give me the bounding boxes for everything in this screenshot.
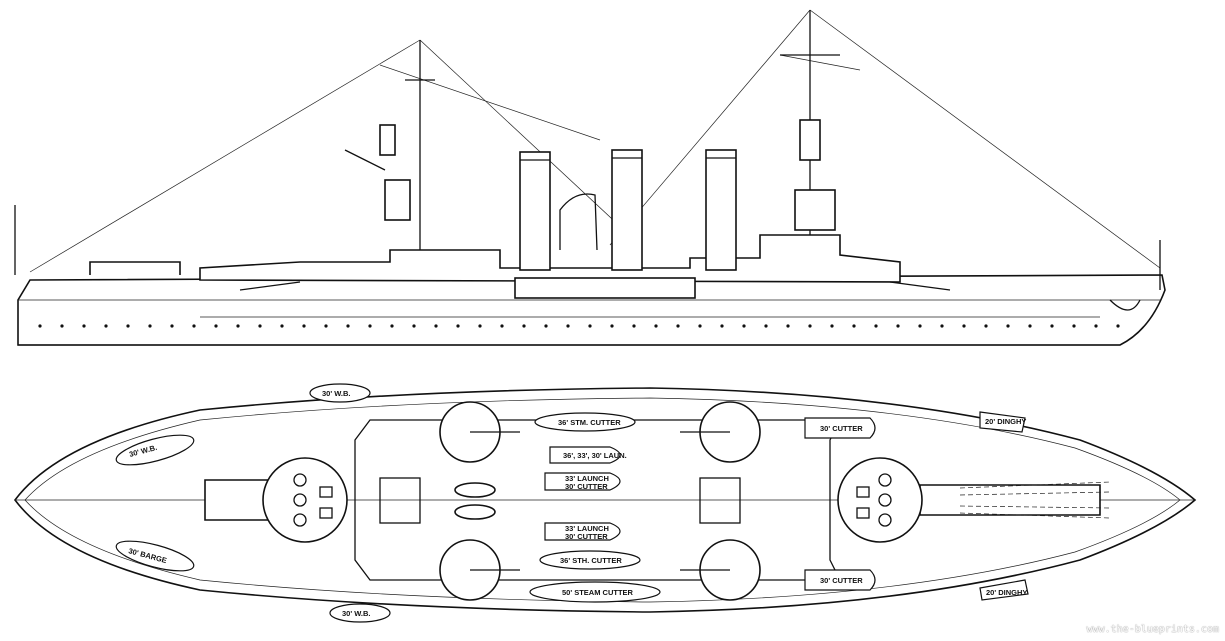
- superstructure: [89, 234, 901, 283]
- porthole: [808, 324, 812, 328]
- label-dinghy-top: 20' DINGHY: [985, 417, 1026, 426]
- porthole: [1116, 324, 1120, 328]
- porthole: [170, 324, 174, 328]
- label-cutter-bottom: 30' CUTTER: [820, 576, 863, 585]
- porthole: [962, 324, 966, 328]
- label-wb-top: 30' W.B.: [322, 389, 350, 398]
- porthole: [918, 324, 922, 328]
- ships-boats: 30' W.B. 30' W.B. 36' STM. CUTTER 36', 3…: [115, 383, 1029, 623]
- label-stm-cutter-top: 36' STM. CUTTER: [558, 418, 621, 427]
- porthole: [984, 324, 988, 328]
- side-elevation-view: [14, 9, 1166, 346]
- porthole: [1006, 324, 1010, 328]
- porthole: [610, 324, 614, 328]
- fore-gun: [889, 281, 951, 291]
- aft-gun: [239, 281, 301, 291]
- rigging-stays: [29, 9, 1161, 273]
- label-stm-cutter-bottom: 36' STH. CUTTER: [560, 556, 622, 565]
- funnels: [519, 149, 737, 271]
- main-turret-aft: [204, 457, 348, 543]
- porthole: [874, 324, 878, 328]
- porthole: [214, 324, 218, 328]
- porthole: [852, 324, 856, 328]
- anchor-chains: [959, 481, 1111, 519]
- porthole: [676, 324, 680, 328]
- label-cutter-2b: 30' CUTTER: [565, 532, 608, 541]
- porthole: [324, 324, 328, 328]
- porthole: [148, 324, 152, 328]
- porthole: [126, 324, 130, 328]
- deck-plan-view: 30' W.B. 30' W.B. 36' STM. CUTTER 36', 3…: [13, 383, 1197, 623]
- label-cutter-top: 30' CUTTER: [820, 424, 863, 433]
- porthole: [82, 324, 86, 328]
- porthole: [60, 324, 64, 328]
- porthole: [632, 324, 636, 328]
- porthole: [544, 324, 548, 328]
- porthole: [830, 324, 834, 328]
- porthole: [742, 324, 746, 328]
- porthole: [258, 324, 262, 328]
- porthole: [412, 324, 416, 328]
- label-wb-bottom: 30' W.B.: [342, 609, 370, 618]
- masts: [344, 10, 840, 250]
- porthole: [38, 324, 42, 328]
- porthole: [368, 324, 372, 328]
- porthole: [698, 324, 702, 328]
- porthole: [588, 324, 592, 328]
- porthole: [478, 324, 482, 328]
- porthole: [566, 324, 570, 328]
- label-steam-cutter: 50' STEAM CUTTER: [562, 588, 634, 597]
- porthole: [302, 324, 306, 328]
- porthole: [654, 324, 658, 328]
- porthole: [1050, 324, 1054, 328]
- label-dinghy-bottom: 20' DINGHY: [986, 588, 1027, 597]
- porthole: [500, 324, 504, 328]
- porthole: [522, 324, 526, 328]
- porthole: [104, 324, 108, 328]
- porthole: [1094, 324, 1098, 328]
- porthole: [1072, 324, 1076, 328]
- porthole: [764, 324, 768, 328]
- porthole: [896, 324, 900, 328]
- main-turret-fore: [837, 457, 1101, 543]
- porthole: [456, 324, 460, 328]
- porthole: [434, 324, 438, 328]
- porthole: [346, 324, 350, 328]
- side-hull: [17, 274, 1166, 346]
- porthole: [1028, 324, 1032, 328]
- watermark: www.the-blueprints.com: [1086, 624, 1219, 635]
- porthole: [280, 324, 284, 328]
- label-launch-1a: 33' LAUNCH: [565, 474, 609, 483]
- boat-wb-top: [309, 383, 371, 403]
- porthole: [786, 324, 790, 328]
- superstructure-deck: [354, 419, 842, 581]
- porthole: [720, 324, 724, 328]
- porthole: [236, 324, 240, 328]
- porthole: [390, 324, 394, 328]
- porthole: [940, 324, 944, 328]
- porthole: [192, 324, 196, 328]
- label-launch-2a: 33' LAUNCH: [565, 524, 609, 533]
- label-cutter-1b: 30' CUTTER: [565, 482, 608, 491]
- boat-crane: [559, 193, 598, 251]
- label-launch-top: 36', 33', 30' LAUN.: [563, 451, 627, 460]
- anchor: [1109, 299, 1141, 311]
- wing-turrets: [439, 401, 761, 601]
- portholes: [38, 324, 1120, 328]
